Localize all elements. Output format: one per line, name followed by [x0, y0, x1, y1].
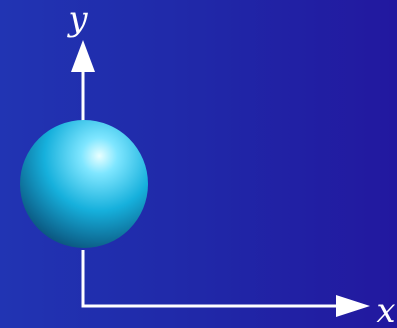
y-axis: y	[66, 0, 95, 306]
sphere	[20, 120, 148, 248]
x-axis: x	[81, 291, 396, 328]
x-axis-label: x	[376, 291, 395, 328]
y-axis-label: y	[66, 0, 88, 39]
x-axis-arrowhead	[336, 295, 370, 317]
y-axis-arrowhead	[71, 40, 95, 72]
